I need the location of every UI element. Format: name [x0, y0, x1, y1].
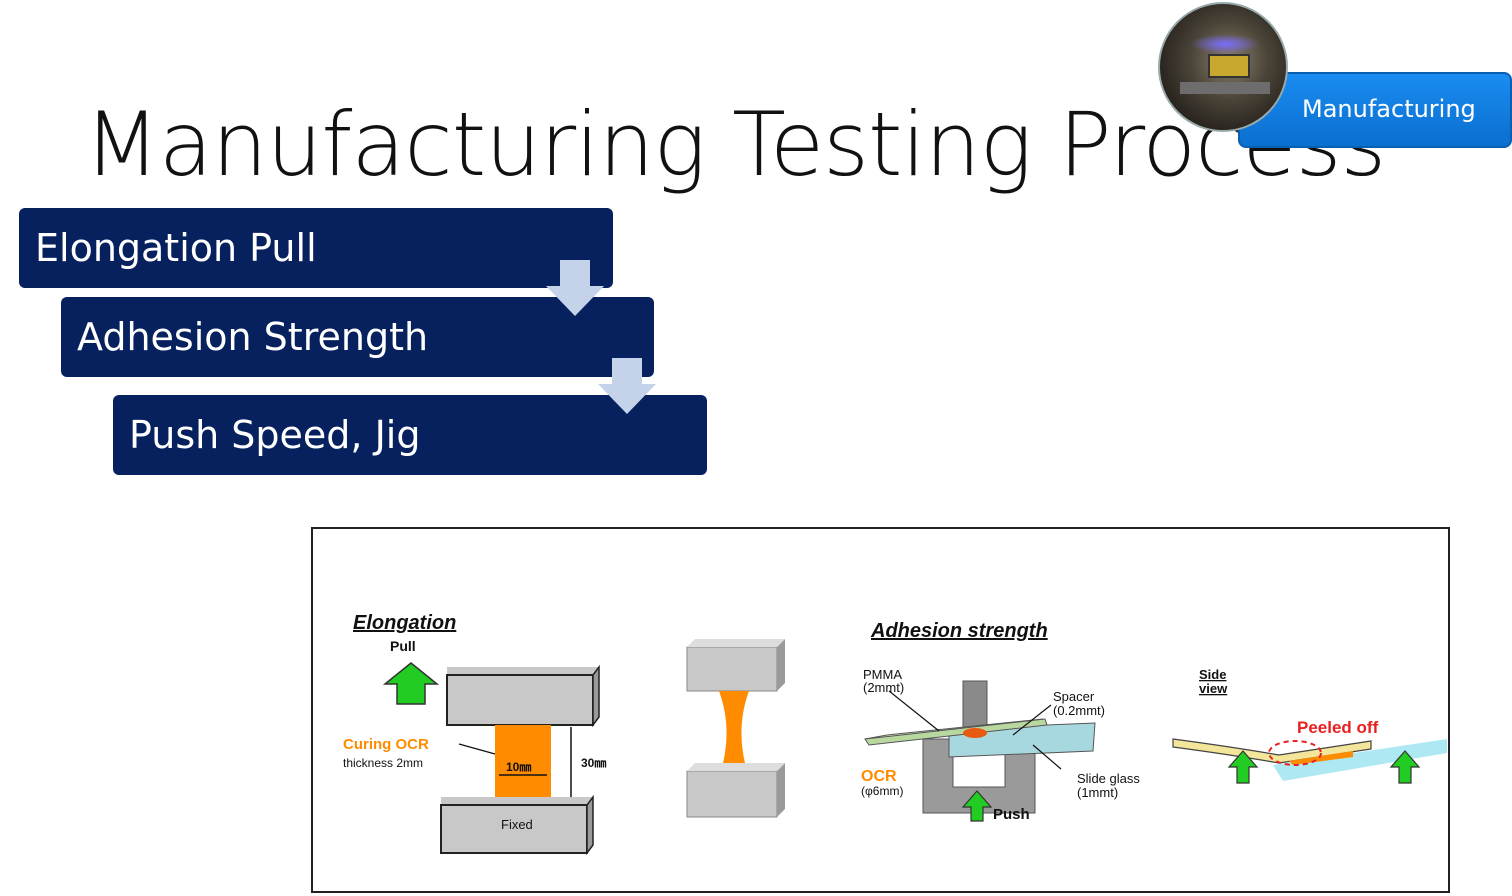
peeled-off-label: Peeled off: [1297, 718, 1379, 737]
curing-ocr-label: Curing OCR: [343, 736, 429, 753]
pmma-leader-line: [888, 690, 940, 732]
pmma-label: PMMA: [863, 667, 902, 682]
step-adhesion-strength: Adhesion Strength: [61, 297, 654, 377]
slide-title: Manufacturing Testing Process: [84, 93, 1386, 196]
test-diagram-figure: Elongation Pull 10㎜ 30㎜ Curing OCR thick…: [311, 527, 1450, 893]
step-label: Push Speed, Jig: [129, 413, 421, 457]
down-arrow-icon: [598, 358, 656, 414]
step-push-speed-jig: Push Speed, Jig: [113, 395, 707, 475]
ocr-sample: [495, 725, 551, 797]
pmma-dim-label: (2mmt): [863, 680, 904, 695]
height-label: 30㎜: [581, 756, 606, 770]
push-label: Push: [993, 806, 1030, 823]
fixed-label: Fixed: [501, 817, 533, 832]
badge-label: Manufacturing: [1302, 95, 1476, 123]
elongation-title: Elongation: [353, 612, 456, 634]
manufacturing-photo: [1158, 2, 1288, 132]
down-arrow-icon: [546, 260, 604, 316]
spacer-leader-line: [1012, 704, 1052, 736]
peel-arrow-right-icon: [1389, 750, 1421, 784]
step-elongation-pull: Elongation Pull: [19, 208, 613, 288]
side-view-label-1: Side: [1199, 667, 1226, 682]
pull-label: Pull: [390, 638, 416, 654]
stretched-sample: [686, 639, 785, 818]
curing-leader-line: [458, 743, 496, 755]
ocr-dim-label: (φ6mm): [861, 784, 903, 798]
slide-leader-line: [1032, 744, 1062, 770]
fixed-clamp-block: [440, 794, 594, 856]
side-view-drawing: [1172, 738, 1447, 781]
width-label: 10㎜: [506, 760, 531, 774]
thickness-label: thickness 2mm: [343, 756, 423, 770]
spacer-label: Spacer: [1053, 689, 1095, 704]
step-label: Adhesion Strength: [77, 315, 429, 359]
adhesion-jig: [864, 680, 1096, 814]
spacer-dim-label: (0.2mmt): [1053, 703, 1105, 718]
slide-glass-label: Slide glass: [1077, 771, 1140, 786]
pull-arrow-icon: [382, 662, 440, 705]
top-clamp-block: [446, 664, 600, 728]
adhesion-title: Adhesion strength: [870, 620, 1048, 642]
step-label: Elongation Pull: [35, 226, 317, 270]
ocr-label: OCR: [861, 768, 897, 785]
peel-arrow-left-icon: [1227, 750, 1259, 784]
side-view-label-2: view: [1199, 681, 1228, 696]
slide-dim-label: (1mmt): [1077, 785, 1118, 800]
push-arrow-icon: [961, 790, 993, 822]
